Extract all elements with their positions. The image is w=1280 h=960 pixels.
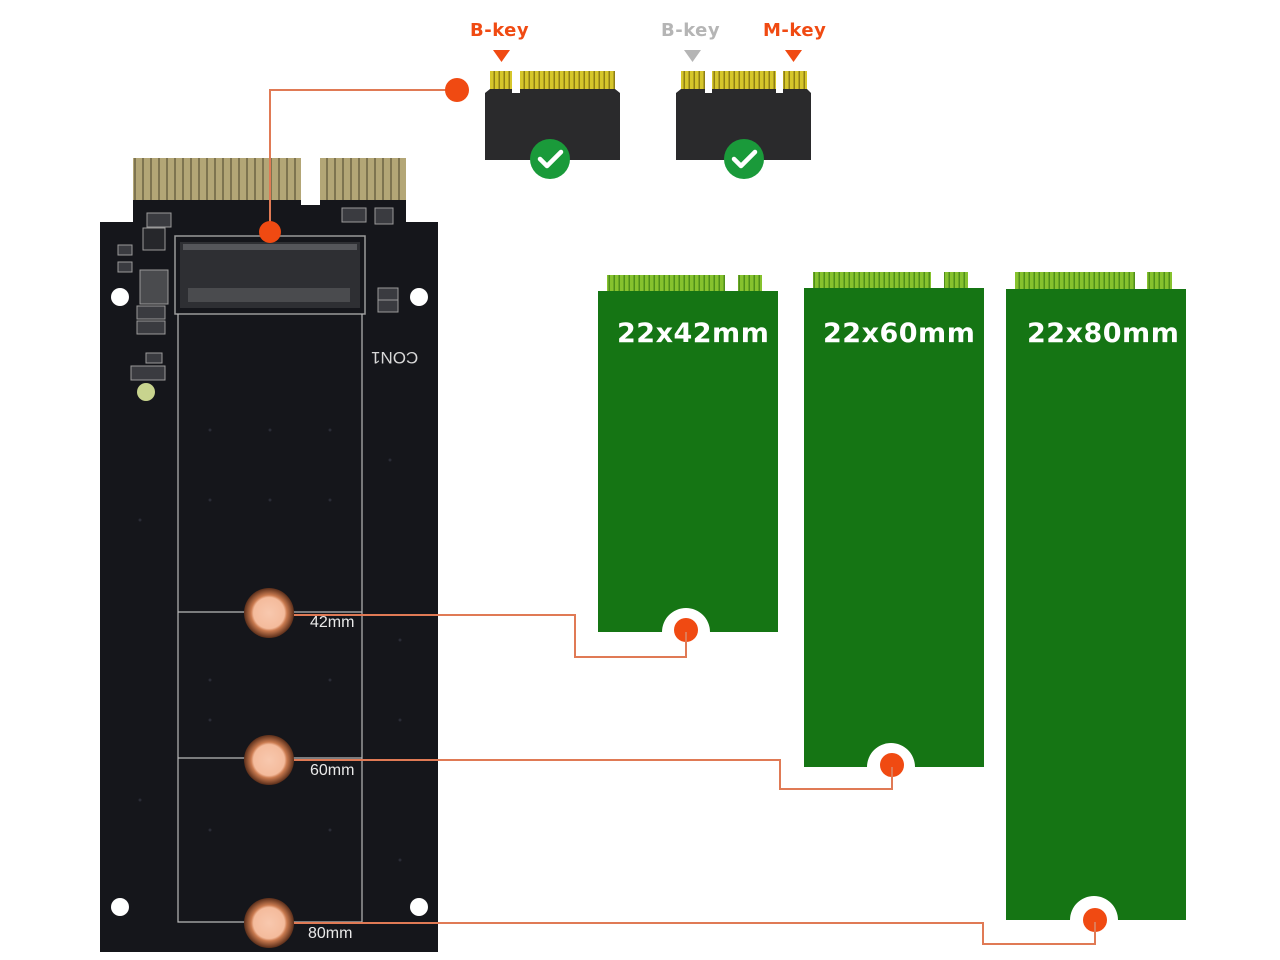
screw-point (880, 753, 904, 777)
check-icon (530, 139, 570, 179)
ssd-body (1006, 289, 1186, 920)
arrow-down-icon (493, 50, 510, 62)
main-contacts (520, 71, 615, 93)
socket-pins-bottom (188, 288, 350, 302)
edge-contacts-small (320, 158, 406, 202)
key-callout-dot (445, 78, 469, 102)
smd-components (117, 207, 399, 381)
ssd-contacts (607, 275, 725, 291)
check-icon (724, 139, 764, 179)
b-key-label-inactive: B-key (661, 20, 721, 41)
ssd-key-contacts (1147, 272, 1172, 289)
edge-contacts-main (133, 158, 301, 202)
m-key-label: M-key (763, 20, 827, 41)
ssd-22x60 (804, 272, 984, 777)
key-diagram-bm (676, 50, 811, 179)
socket-pins-top (183, 244, 357, 250)
mounting-hole (410, 898, 428, 916)
module-body (485, 89, 620, 160)
key-diagram-b (485, 50, 620, 179)
ssd-body (598, 291, 778, 632)
arrow-down-icon (785, 50, 802, 62)
module-body (676, 89, 811, 160)
callout-socket (269, 89, 457, 232)
ssd-size-label-80: 22x80mm (1027, 318, 1180, 349)
ssd-22x42 (598, 275, 778, 642)
callout-lines (269, 89, 1096, 945)
b-key-contacts (681, 71, 705, 93)
screw-point (1083, 908, 1107, 932)
standoff-60mm (244, 735, 294, 785)
led (137, 383, 155, 401)
socket-callout-dot (259, 221, 281, 243)
callout-80 (294, 922, 1096, 945)
ssd-body (804, 288, 984, 767)
callout-60 (294, 759, 893, 790)
standoff-label-80: 80mm (308, 925, 353, 942)
adapter-board (100, 158, 438, 952)
pcb-via-dots (138, 428, 402, 862)
ssd-contacts (813, 272, 931, 288)
ssd-key-contacts (738, 275, 762, 291)
ssd-key-contacts (944, 272, 968, 288)
ssd-contacts (1015, 272, 1135, 289)
standoff-label-42: 42mm (310, 614, 355, 631)
b-key-label: B-key (470, 20, 530, 41)
screw-point (674, 618, 698, 642)
mounting-hole (111, 288, 129, 306)
mounting-hole (111, 898, 129, 916)
mounting-hole (410, 288, 428, 306)
callout-42 (294, 614, 687, 658)
connector-label: CON1 (371, 348, 419, 367)
b-key-contacts (490, 71, 512, 93)
standoff-42mm (244, 588, 294, 638)
pcb-body (100, 200, 438, 952)
ssd-size-label-42: 22x42mm (617, 318, 770, 349)
ssd-size-label-60: 22x60mm (823, 318, 976, 349)
ssd-22x80 (1006, 272, 1186, 932)
arrow-down-icon (684, 50, 701, 62)
main-contacts (712, 71, 776, 93)
standoff-label-60: 60mm (310, 762, 355, 779)
m-key-contacts (783, 71, 807, 93)
standoff-80mm (244, 898, 294, 948)
